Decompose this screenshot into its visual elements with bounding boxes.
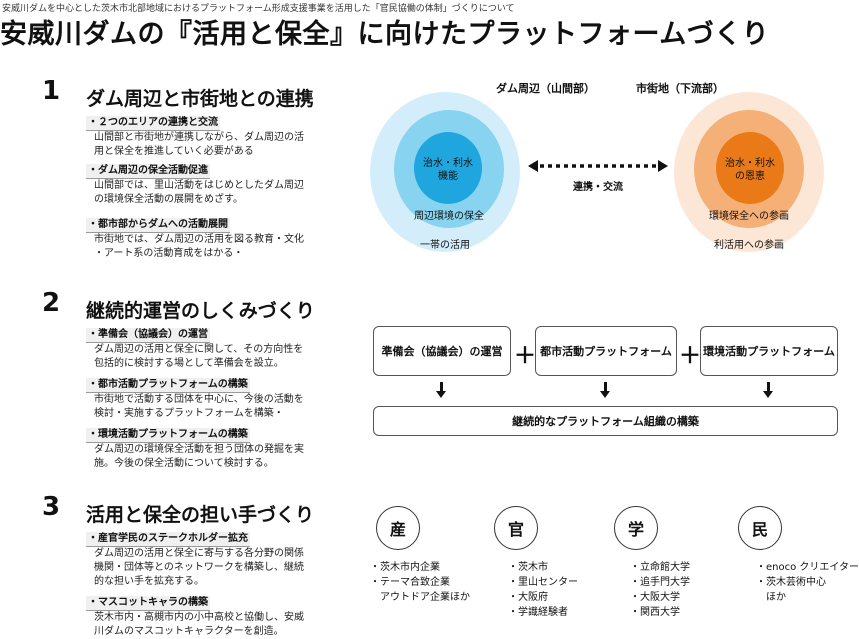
list-item: ・関西大学	[630, 607, 680, 618]
item-heading: ・マスコットキャラの構築	[86, 596, 210, 611]
item-heading: ・２つのエリアの連携と交流	[86, 116, 220, 131]
section-3-item-1: ・産官学民のステークホルダー拡充 ダム周辺の活用と保全に寄与する各分野の関係機関…	[86, 532, 321, 589]
box-urban-platform: 都市活動プラットフォーム	[535, 326, 677, 376]
left-core-circle	[414, 132, 482, 204]
section-2-item-3: ・環境活動プラットフォームの構築 ダム周辺の環境保全活動を担う団体の発掘を実施。…	[86, 428, 321, 471]
list-item: ・学識経験者	[508, 607, 568, 618]
item-text: 川ダムのマスコットキャラクターを創造。	[94, 626, 284, 637]
item-text: 機関・団体等とのネットワークを構築し、継続	[94, 562, 304, 573]
section-2-item-1: ・準備会（協議会）の運営 ダム周辺の活用と保全に関して、その方向性を包括的に検討…	[86, 328, 321, 371]
right-outer-text: 利活用への参画	[714, 240, 784, 251]
list-item: ・里山センター	[508, 577, 578, 588]
item-text: 包括的に検討する場として準備会を設立。	[94, 358, 284, 369]
section-1-item-3: ・都市部からダムへの活動展開 市街地では、ダム周辺の活用を図る教育・文化・アート…	[86, 218, 321, 261]
actor-government-list: ・茨木市 ・里山センター ・大阪府 ・学識経験者	[508, 560, 578, 620]
section-1-title: ダム周辺と市街地との連携	[86, 88, 314, 110]
left-core-text: 治水・利水機能	[423, 158, 473, 182]
box-continuous-platform: 継続的なプラットフォーム組織の構築	[373, 406, 838, 436]
right-mid-text: 環境保全への参画	[709, 211, 789, 222]
left-mid-text: 周辺環境の保全	[414, 211, 484, 222]
actor-industry-list: ・茨木市内企業 ・テーマ合致企業 アウトドア企業ほか	[370, 560, 470, 605]
list-item: ほか	[756, 592, 786, 603]
item-heading: ・環境活動プラットフォームの構築	[86, 428, 250, 443]
item-text: 的な担い手を拡充する。	[94, 576, 204, 587]
item-text: ・アート系の活動育成をはかる・	[94, 248, 244, 259]
header-note: 安威川ダムを中心とした茨木市北部地域におけるプラットフォーム形成支援事業を活用し…	[2, 4, 515, 14]
item-text: 用と保全を推進していく必要がある	[94, 146, 254, 157]
box-preparatory-meeting: 準備会（協議会）の運営	[373, 326, 511, 376]
list-item: ・立命館大学	[630, 562, 690, 573]
actor-citizens-list: ・enoco クリエイター ・茨木芸術中心 ほか	[756, 560, 859, 605]
section-3-number: 3	[42, 492, 61, 522]
plus-sign: ＋	[679, 344, 702, 369]
item-text: 市街地では、ダム周辺の活用を図る教育・文化	[94, 234, 304, 245]
actor-academia-list: ・立命館大学 ・追手門大学 ・大阪大学 ・関西大学	[630, 560, 690, 620]
item-heading: ・ダム周辺の保全活動促進	[86, 164, 210, 179]
link-label: 連携・交流	[573, 182, 623, 193]
section-1-number: 1	[42, 76, 61, 106]
section-2-item-2: ・都市活動プラットフォームの構築 市街地で活動する団体を中心に、今後の活動を検討…	[86, 378, 321, 421]
item-text: の環境保全活動の展開をめざす。	[94, 194, 243, 205]
section-2-title: 継続的運営のしくみづくり	[86, 300, 315, 322]
section-1-item-2: ・ダム周辺の保全活動促進 山間部では、里山活動をはじめとしたダム周辺の環境保全活…	[86, 164, 321, 207]
section-3-item-2: ・マスコットキャラの構築 茨木市内・高槻市内の小中高校と協働し、安威川ダムのマス…	[86, 596, 321, 639]
list-item: ・茨木市内企業	[370, 562, 440, 573]
item-text: 茨木市内・高槻市内の小中高校と協働し、安威	[94, 612, 304, 623]
right-area-label: 市街地（下流部）	[636, 82, 724, 95]
actor-academia: 学	[614, 506, 658, 550]
page-title: 安威川ダムの『活用と保全』に向けたプラットフォームづくり	[0, 19, 770, 50]
item-text: ダム周辺の活用と保全に寄与する各分野の関係	[94, 548, 304, 559]
section-2-number: 2	[42, 288, 61, 318]
list-item: ・大阪府	[508, 592, 548, 603]
item-text: ダム周辺の環境保全活動を担う団体の発掘を実	[94, 444, 304, 455]
item-text: ダム周辺の活用と保全に関して、その方向性を	[94, 344, 304, 355]
list-item: ・茨木芸術中心	[756, 577, 826, 588]
left-area-label: ダム周辺（山間部）	[496, 82, 595, 95]
actor-government: 官	[494, 506, 538, 550]
list-item: ・テーマ合致企業	[370, 577, 450, 588]
list-item: ・大阪大学	[630, 592, 680, 603]
item-heading: ・都市部からダムへの活動展開	[86, 218, 230, 233]
right-core-text: 治水・利水の恩恵	[725, 158, 775, 182]
item-text: 山間部では、里山活動をはじめとしたダム周辺	[94, 180, 304, 191]
item-text: 施。今後の保全活動について検討する。	[94, 458, 274, 469]
list-item: ・茨木市	[508, 562, 548, 573]
list-item: ・enoco クリエイター	[756, 562, 859, 573]
list-item: ・追手門大学	[630, 577, 690, 588]
section-1-item-1: ・２つのエリアの連携と交流 山間部と市街地が連携しながら、ダム周辺の活用と保全を…	[86, 116, 321, 159]
item-text: 検討・実施するプラットフォームを構築・	[94, 408, 284, 419]
actor-industry: 産	[376, 506, 420, 550]
right-core-circle	[716, 132, 784, 204]
actor-citizens: 民	[738, 506, 782, 550]
link-arrow	[528, 160, 668, 172]
section-3-title: 活用と保全の担い手づくり	[86, 504, 315, 526]
item-heading: ・都市活動プラットフォームの構築	[86, 378, 250, 393]
item-text: 市街地で活動する団体を中心に、今後の活動を	[94, 394, 304, 405]
item-heading: ・準備会（協議会）の運営	[86, 328, 210, 343]
box-environment-platform: 環境活動プラットフォーム	[700, 326, 838, 376]
list-item: アウトドア企業ほか	[370, 592, 470, 603]
item-text: 山間部と市街地が連携しながら、ダム周辺の活	[94, 132, 304, 143]
item-heading: ・産官学民のステークホルダー拡充	[86, 532, 250, 547]
plus-sign: ＋	[514, 344, 537, 369]
left-outer-text: 一帯の活用	[420, 240, 470, 251]
